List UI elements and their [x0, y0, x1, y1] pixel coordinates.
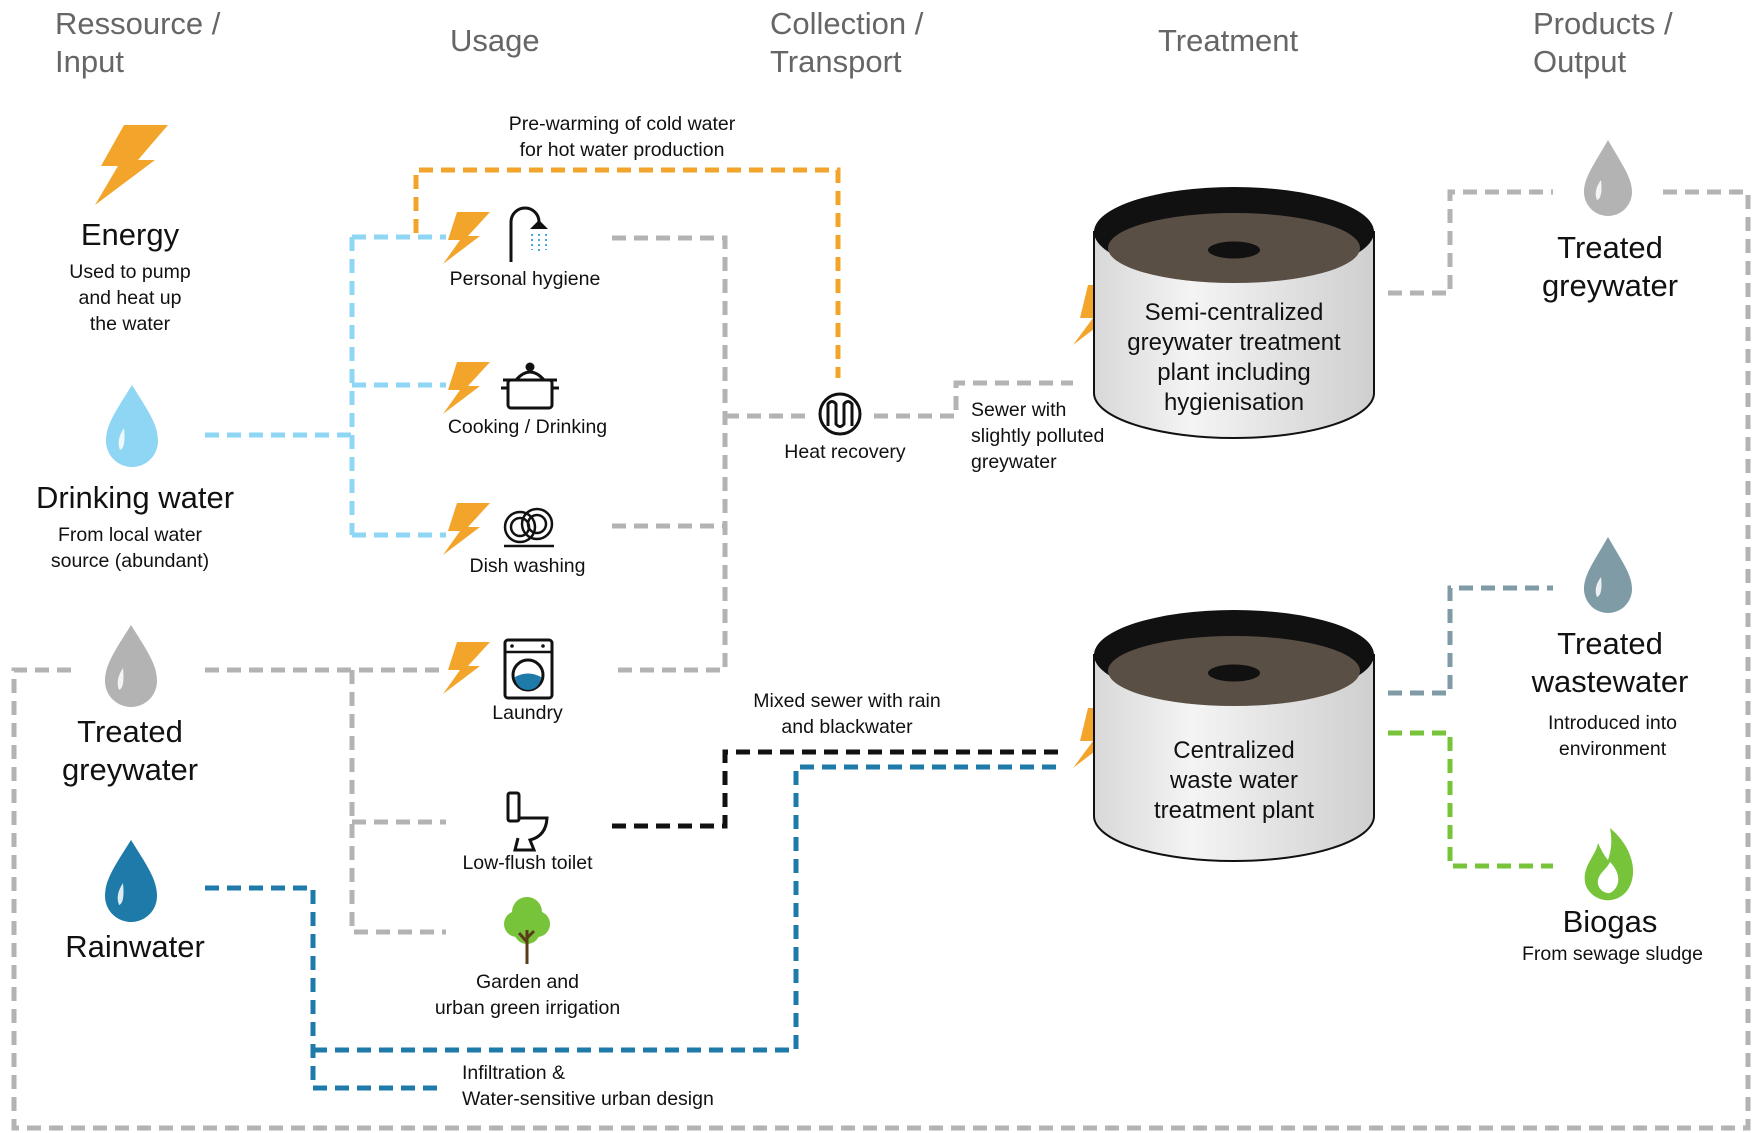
treated-wastewater-title: Treated wastewater: [1531, 626, 1689, 699]
header-usage: Usage: [450, 23, 540, 58]
semi-plant-label: Semi-centralized greywater treatment pla…: [1127, 299, 1341, 416]
dishes-icon: [503, 507, 554, 548]
biogas-desc: From sewage sludge: [1521, 943, 1703, 965]
blackwater-sewer-line: [612, 749, 1060, 829]
prewarming-label: Pre-warming of cold water for hot water …: [508, 113, 736, 161]
central-plant-label: Centralized waste water treatment plant: [1153, 737, 1315, 824]
treated-greywater-input-drop-icon: [105, 625, 157, 707]
usage-cooking: Cooking / Drinking: [447, 416, 608, 438]
header-input: Ressource / Input: [55, 6, 221, 79]
usage-toilet: Low-flush toilet: [462, 852, 593, 874]
shower-icon: [509, 206, 548, 262]
cooking-lightning-icon: [443, 362, 490, 414]
drinking-water-drop-icon: [106, 385, 158, 467]
greywater-sewer-label: Sewer with slightly polluted greywater: [971, 399, 1105, 473]
energy-title: Energy: [80, 217, 180, 252]
greywater-collection-line: [612, 235, 808, 673]
energy-desc: Used to pump and heat up the water: [69, 261, 191, 335]
biogas-flame-icon: [1584, 828, 1634, 901]
dish-lightning-icon: [443, 503, 490, 555]
infiltration-label: Infiltration & Water-sensitive urban des…: [462, 1062, 714, 1110]
rainwater-drop-icon: [105, 840, 157, 922]
biogas-title: Biogas: [1562, 904, 1658, 939]
treated-greywater-input-title: Treated greywater: [61, 714, 199, 787]
heat-recovery-label: Heat recovery: [784, 441, 906, 463]
header-collection: Collection / Transport: [770, 6, 924, 79]
heat-recovery-icon: [818, 392, 862, 436]
usage-personal-hygiene: Personal hygiene: [449, 268, 601, 290]
washing-machine-icon: [503, 638, 554, 700]
usage-garden: Garden and urban green irrigation: [434, 971, 621, 1019]
drinking-water-line: [205, 234, 446, 538]
tree-icon: [504, 897, 550, 964]
prewarming-line: [413, 167, 841, 378]
greywater-reuse-line: [205, 667, 446, 935]
treated-wastewater-line: [1388, 585, 1553, 696]
rainwater-title: Rainwater: [65, 929, 205, 964]
toilet-icon: [506, 791, 549, 852]
drinking-water-desc: From local water source (abundant): [50, 524, 210, 572]
drinking-water-title: Drinking water: [35, 480, 235, 515]
mixed-sewer-label: Mixed sewer with rain and blackwater: [753, 690, 941, 738]
treated-greywater-output-line: [11, 189, 1751, 1131]
greywater-sewer-line: [874, 380, 1073, 419]
hygiene-lightning-icon: [443, 212, 490, 264]
usage-laundry: Laundry: [492, 702, 563, 724]
laundry-lightning-icon: [443, 642, 490, 694]
treated-greywater-output-drop-icon: [1584, 140, 1632, 216]
rainwater-line: [205, 764, 1060, 1091]
biogas-line: [1388, 730, 1553, 869]
header-output: Products / Output: [1533, 6, 1673, 79]
treated-wastewater-desc: Introduced into environment: [1547, 712, 1677, 760]
cooking-pot-icon: [501, 362, 559, 410]
centralized-tank: [1093, 610, 1375, 862]
treated-wastewater-drop-icon: [1584, 537, 1632, 613]
energy-lightning-icon: [95, 125, 168, 205]
header-treatment: Treatment: [1158, 23, 1299, 58]
usage-dish-washing: Dish washing: [469, 555, 586, 577]
treated-greywater-output-title: Treated greywater: [1541, 230, 1679, 303]
semi-centralized-tank: [1093, 187, 1375, 439]
